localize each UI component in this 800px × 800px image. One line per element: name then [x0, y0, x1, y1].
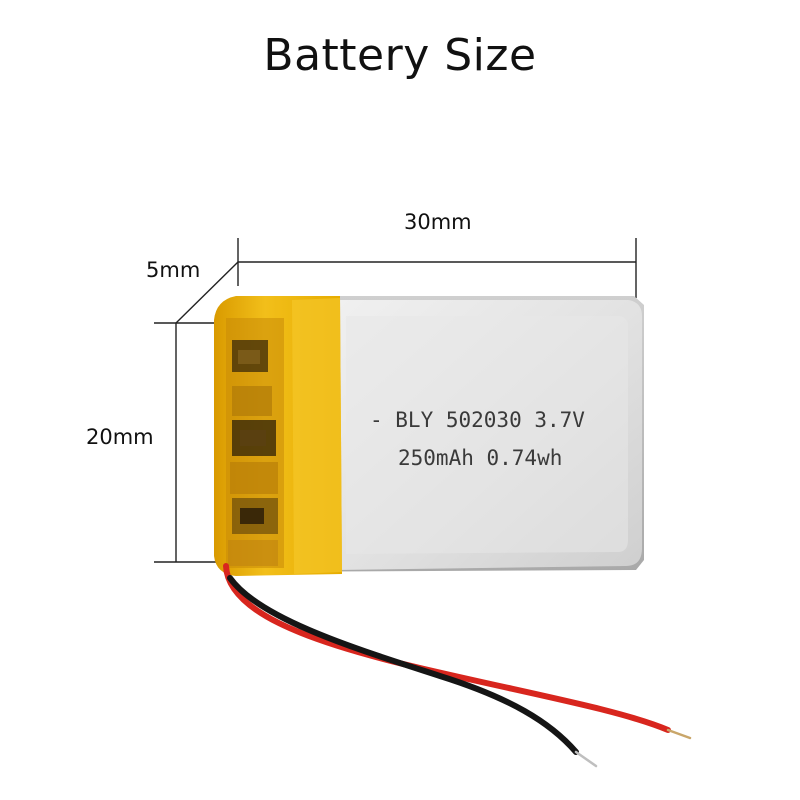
battery-model-label: - BLY 502030 3.7V	[370, 408, 585, 432]
height-dimension-label: 20mm	[86, 425, 154, 449]
battery-capacity-label: 250mAh 0.74wh	[398, 446, 563, 470]
dimension-lines	[154, 238, 637, 563]
width-dimension-label: 30mm	[404, 210, 472, 234]
black-wire	[227, 575, 579, 755]
red-wire	[223, 563, 671, 733]
protection-board	[226, 318, 284, 568]
page-title: Battery Size	[263, 30, 537, 81]
depth-dimension-label: 5mm	[146, 258, 201, 282]
